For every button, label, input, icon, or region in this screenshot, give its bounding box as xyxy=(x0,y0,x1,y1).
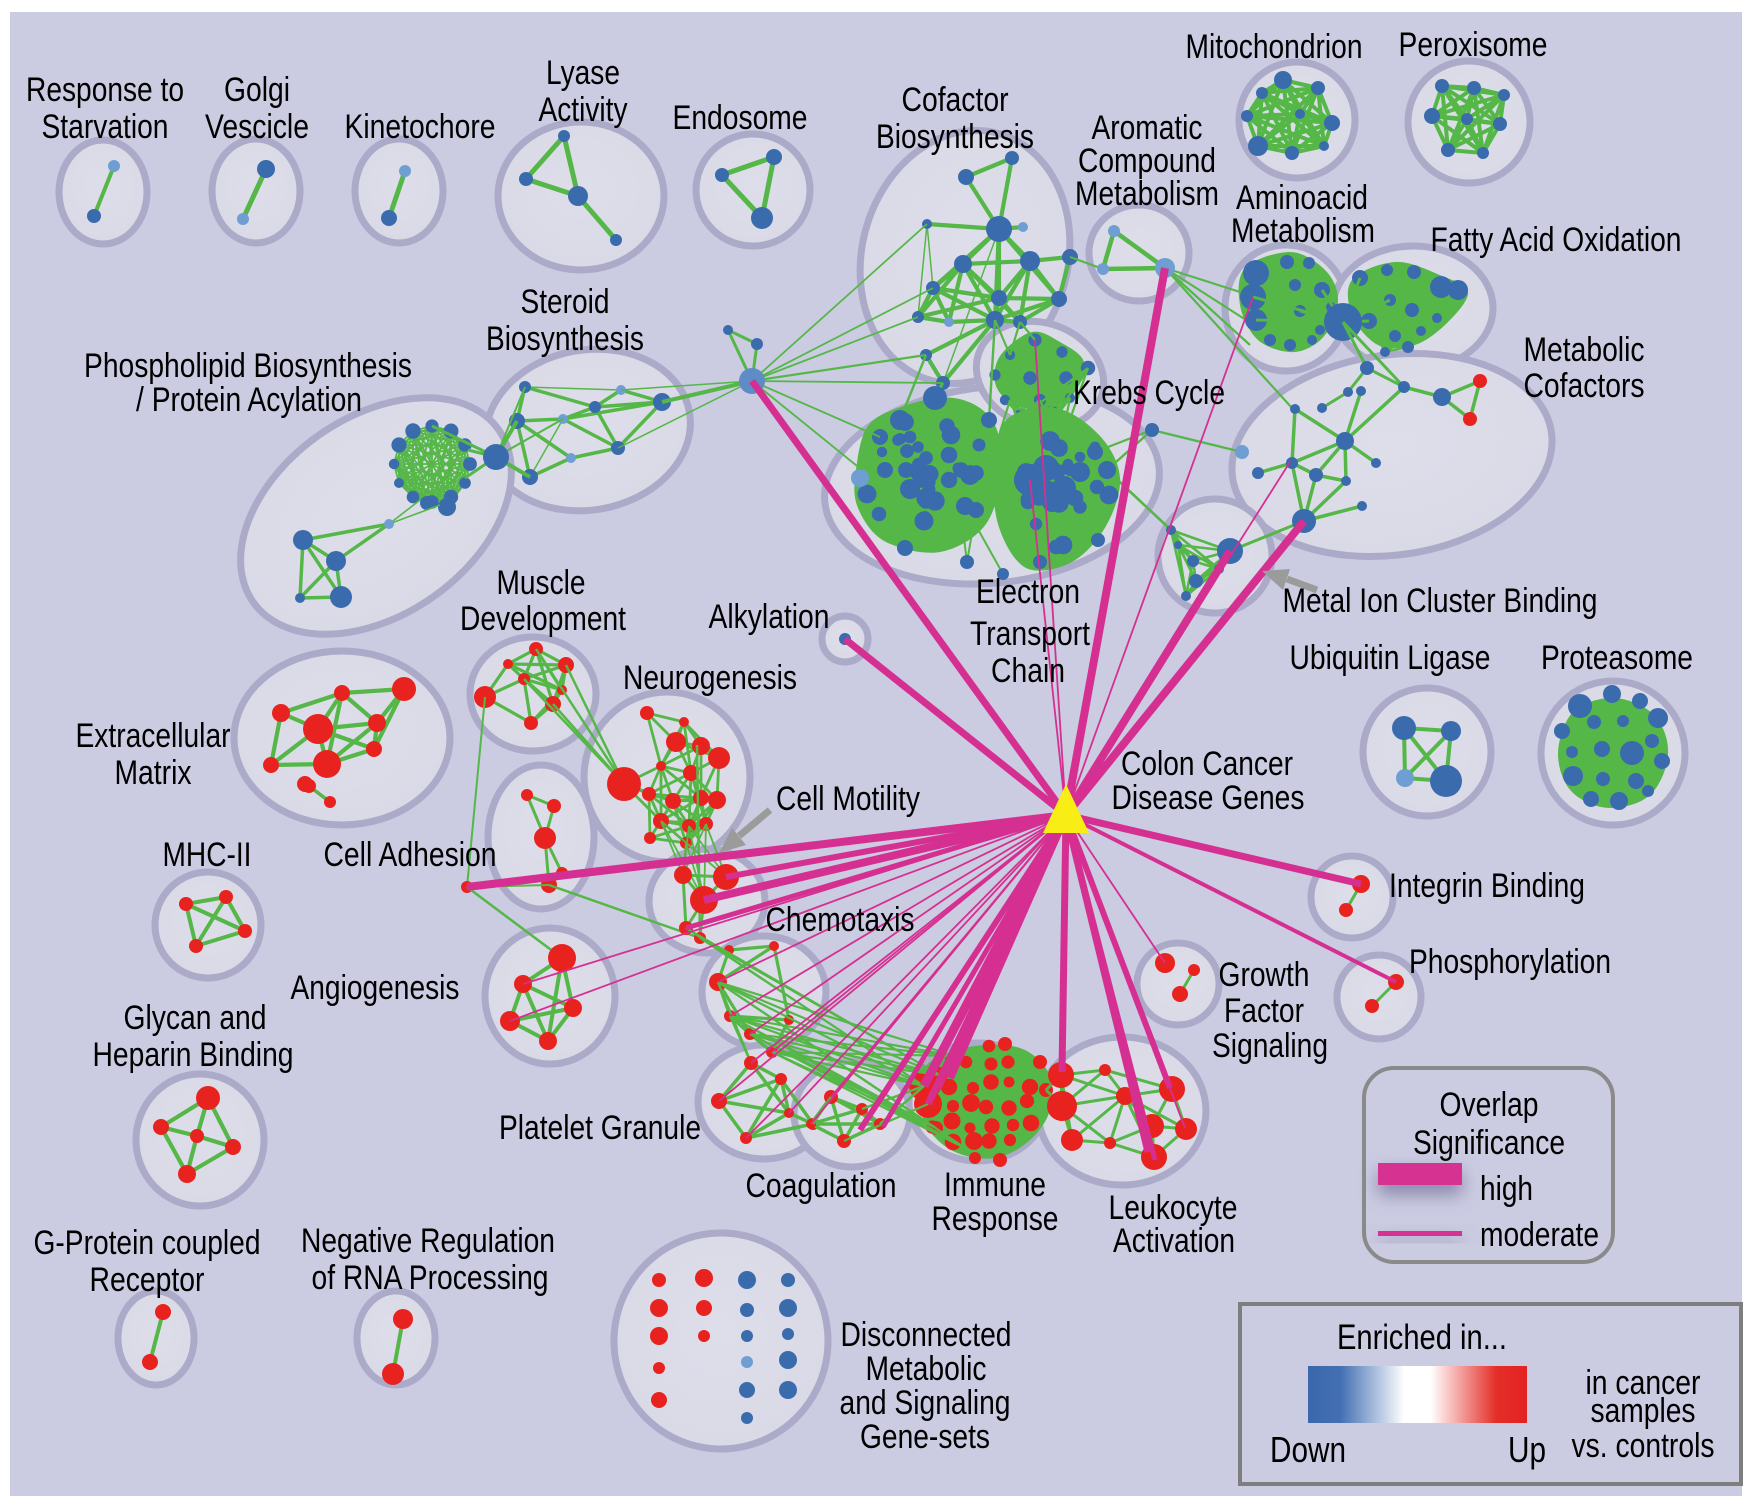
svg-text:Growth: Growth xyxy=(1219,956,1310,994)
svg-text:samples: samples xyxy=(1591,1392,1696,1430)
svg-text:Receptor: Receptor xyxy=(90,1261,205,1299)
svg-text:Vescicle: Vescicle xyxy=(205,108,309,146)
svg-text:Activation: Activation xyxy=(1113,1222,1235,1260)
svg-text:Platelet Granule: Platelet Granule xyxy=(499,1109,701,1147)
svg-text:Disconnected: Disconnected xyxy=(841,1316,1012,1354)
svg-text:G-Protein coupled: G-Protein coupled xyxy=(34,1224,261,1262)
svg-text:Kinetochore: Kinetochore xyxy=(345,108,496,146)
svg-text:Enriched in...: Enriched in... xyxy=(1337,1318,1507,1357)
svg-text:Negative Regulation: Negative Regulation xyxy=(301,1222,555,1260)
svg-text:Ubiquitin Ligase: Ubiquitin Ligase xyxy=(1290,639,1491,677)
svg-text:moderate: moderate xyxy=(1480,1216,1599,1254)
svg-text:Factor: Factor xyxy=(1224,992,1304,1030)
svg-text:Down: Down xyxy=(1270,1429,1346,1470)
svg-text:Phospholipid Biosynthesis: Phospholipid Biosynthesis xyxy=(84,347,412,385)
svg-text:and Signaling: and Signaling xyxy=(840,1384,1011,1422)
svg-text:vs. controls: vs. controls xyxy=(1572,1427,1715,1465)
svg-text:Metabolism: Metabolism xyxy=(1231,212,1375,250)
svg-text:Phosphorylation: Phosphorylation xyxy=(1409,943,1611,981)
svg-text:Immune: Immune xyxy=(944,1166,1046,1204)
svg-text:Response: Response xyxy=(932,1200,1059,1238)
svg-text:of RNA Processing: of RNA Processing xyxy=(312,1259,549,1297)
svg-text:Colon Cancer: Colon Cancer xyxy=(1121,745,1293,783)
svg-text:Metabolism: Metabolism xyxy=(1075,175,1219,213)
svg-text:Overlap: Overlap xyxy=(1440,1086,1539,1124)
svg-text:Chain: Chain xyxy=(991,652,1065,690)
svg-text:Chemotaxis: Chemotaxis xyxy=(766,901,915,939)
svg-text:Electron: Electron xyxy=(976,573,1080,611)
svg-text:Up: Up xyxy=(1508,1429,1546,1470)
svg-text:Matrix: Matrix xyxy=(115,754,192,792)
svg-text:Steroid: Steroid xyxy=(521,283,610,321)
svg-text:Significance: Significance xyxy=(1413,1124,1565,1162)
svg-text:Transport: Transport xyxy=(970,615,1090,653)
svg-text:Coagulation: Coagulation xyxy=(746,1167,897,1205)
svg-text:Disease Genes: Disease Genes xyxy=(1112,779,1305,817)
svg-text:Activity: Activity xyxy=(539,91,628,129)
svg-text:Metabolic: Metabolic xyxy=(1524,331,1645,369)
svg-text:Lyase: Lyase xyxy=(546,54,620,92)
svg-text:Mitochondrion: Mitochondrion xyxy=(1186,28,1363,66)
svg-text:Golgi: Golgi xyxy=(224,71,290,109)
svg-text:Gene-sets: Gene-sets xyxy=(860,1418,990,1456)
svg-text:high: high xyxy=(1480,1170,1533,1208)
svg-text:Neurogenesis: Neurogenesis xyxy=(623,659,797,697)
svg-text:Krebs Cycle: Krebs Cycle xyxy=(1073,374,1225,412)
svg-text:Cofactors: Cofactors xyxy=(1524,367,1645,405)
svg-text:Response to: Response to xyxy=(26,71,184,109)
svg-text:Signaling: Signaling xyxy=(1212,1027,1328,1065)
svg-text:Biosynthesis: Biosynthesis xyxy=(486,320,644,358)
svg-text:Extracellular: Extracellular xyxy=(76,717,231,755)
svg-text:Alkylation: Alkylation xyxy=(709,598,830,636)
svg-text:Cofactor: Cofactor xyxy=(902,81,1009,119)
svg-text:Biosynthesis: Biosynthesis xyxy=(876,118,1034,156)
svg-text:Development: Development xyxy=(460,600,626,638)
svg-text:Angiogenesis: Angiogenesis xyxy=(291,969,460,1007)
svg-text:Peroxisome: Peroxisome xyxy=(1399,26,1548,64)
svg-text:Aromatic: Aromatic xyxy=(1092,109,1203,147)
svg-text:Cell Motility: Cell Motility xyxy=(776,780,920,818)
svg-text:Aminoacid: Aminoacid xyxy=(1236,179,1368,217)
svg-text:MHC-II: MHC-II xyxy=(163,836,252,874)
svg-text:Glycan and: Glycan and xyxy=(124,999,267,1037)
svg-text:Proteasome: Proteasome xyxy=(1541,639,1693,677)
svg-text:Starvation: Starvation xyxy=(42,108,169,146)
svg-text:Metabolic: Metabolic xyxy=(866,1350,987,1388)
svg-text:Compound: Compound xyxy=(1078,142,1216,180)
svg-text:Integrin Binding: Integrin Binding xyxy=(1389,867,1585,905)
svg-text:Fatty Acid Oxidation: Fatty Acid Oxidation xyxy=(1431,221,1682,259)
svg-text:Leukocyte: Leukocyte xyxy=(1109,1189,1238,1227)
svg-text:/ Protein Acylation: / Protein Acylation xyxy=(136,381,362,419)
svg-text:Muscle: Muscle xyxy=(497,564,586,602)
svg-text:Endosome: Endosome xyxy=(673,99,808,137)
svg-text:in cancer: in cancer xyxy=(1586,1364,1701,1402)
svg-text:Metal Ion Cluster Binding: Metal Ion Cluster Binding xyxy=(1283,582,1598,620)
svg-text:Heparin Binding: Heparin Binding xyxy=(93,1036,294,1074)
svg-text:Cell Adhesion: Cell Adhesion xyxy=(324,836,497,874)
